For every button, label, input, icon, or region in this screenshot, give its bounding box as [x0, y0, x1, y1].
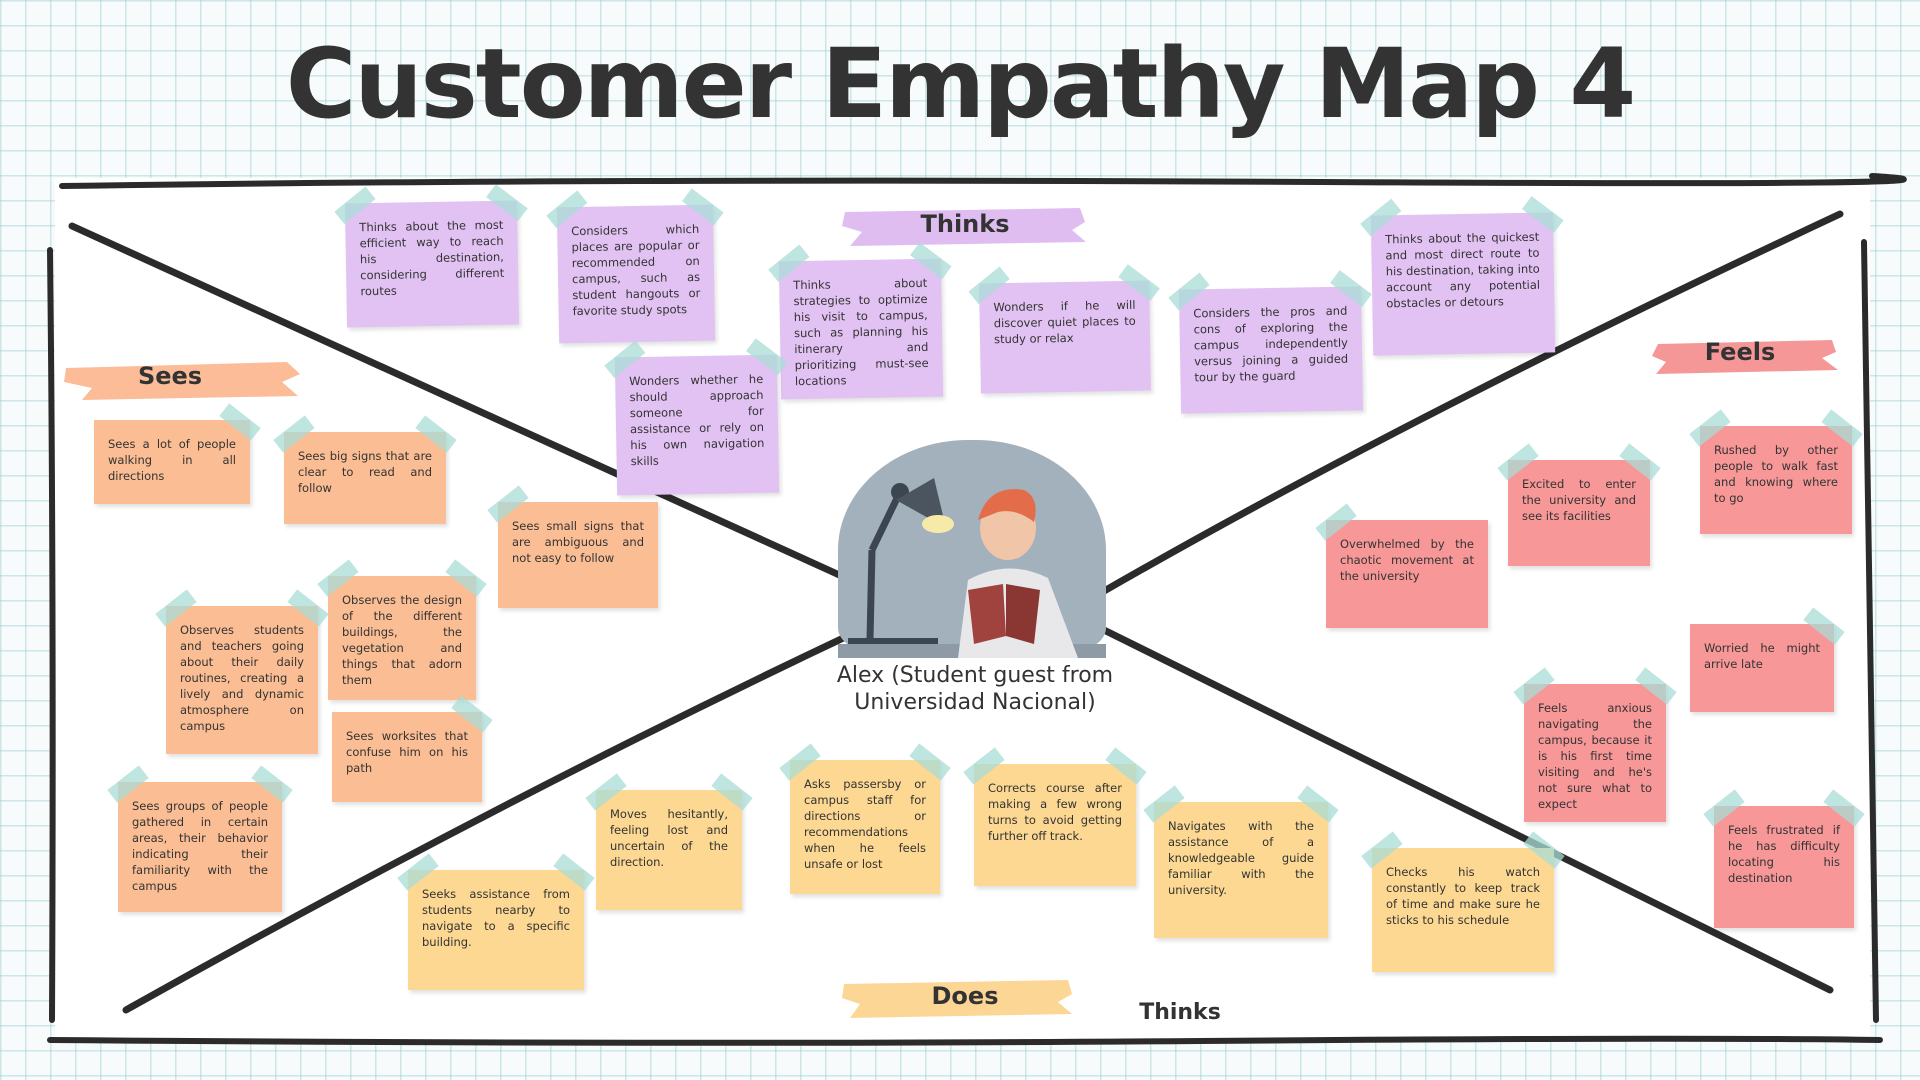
thinks-note-6: Thinks about the quickest and most direc… — [1360, 196, 1564, 356]
persona-illustration — [838, 440, 1106, 658]
frame-left-line — [47, 247, 56, 1023]
sees-note-2: Sees big signs that are clear to read an… — [273, 415, 457, 524]
note-text: Sees a lot of people walking in all dire… — [108, 437, 236, 483]
diagonal-bottom-left — [122, 628, 860, 1014]
note-text: Seeks assistance from students nearby to… — [422, 887, 570, 949]
thinks-note-2: Considers which places are popular or re… — [546, 188, 724, 344]
does-note-6: Checks his watch constantly to keep trac… — [1361, 831, 1565, 972]
stray-label-thinks: Thinks — [1139, 1000, 1221, 1025]
sees-note-5: Observes the design of the different bui… — [317, 559, 487, 700]
note-text: Thinks about the quickest and most direc… — [1385, 229, 1541, 311]
note-text: Observes students and teachers going abo… — [180, 623, 304, 733]
note-text: Excited to enter the university and see … — [1522, 477, 1636, 523]
does-note-4: Corrects course after making a few wrong… — [963, 747, 1147, 886]
thinks-note-5: Considers the pros and cons of exploring… — [1168, 270, 1372, 414]
note-text: Navigates with the assistance of a knowl… — [1168, 819, 1314, 897]
note-text: Thinks about strategies to optimize his … — [793, 275, 929, 389]
diagonal-bottom-right — [1100, 626, 1834, 994]
note-text: Sees groups of people gathered in certai… — [132, 799, 268, 893]
note-text: Sees small signs that are ambiguous and … — [512, 519, 644, 565]
feels-note-3: Overwhelmed by the chaotic movement at t… — [1315, 503, 1488, 628]
note-text: Considers which places are popular or re… — [571, 221, 701, 319]
does-note-5: Navigates with the assistance of a knowl… — [1143, 785, 1339, 938]
note-text: Overwhelmed by the chaotic movement at t… — [1340, 537, 1474, 583]
note-text: Feels anxious navigating the campus, bec… — [1538, 701, 1652, 811]
sees-brush — [64, 362, 300, 400]
note-text: Observes the design of the different bui… — [342, 593, 462, 687]
note-text: Wonders whether he should approach someo… — [629, 371, 765, 469]
persona-name: Alex (Student guest from Universidad Nac… — [836, 663, 1114, 715]
feels-note-5: Feels anxious navigating the campus, bec… — [1513, 667, 1677, 822]
sees-note-7: Sees groups of people gathered in certai… — [107, 765, 293, 912]
frame-top-line — [59, 173, 1907, 189]
note-text: Worried he might arrive late — [1704, 641, 1820, 671]
note-text: Corrects course after making a few wrong… — [988, 781, 1122, 843]
sees-note-6: Sees worksites that confuse him on his p… — [332, 695, 493, 802]
thinks-brush — [842, 208, 1086, 246]
note-text: Considers the pros and cons of exploring… — [1193, 303, 1349, 385]
feels-note-6: Feels frustrated if he has difficulty lo… — [1703, 789, 1865, 928]
section-label-sees: Sees — [137, 362, 203, 390]
section-label-feels: Feels — [1704, 338, 1776, 366]
diagonal-top-left — [68, 222, 850, 582]
section-label-does: Does — [931, 982, 999, 1010]
note-text: Checks his watch constantly to keep trac… — [1386, 865, 1540, 927]
note-text: Sees worksites that confuse him on his p… — [346, 729, 468, 775]
sees-note-1: Sees a lot of people walking in all dire… — [94, 403, 261, 504]
does-note-1: Seeks assistance from students nearby to… — [397, 853, 595, 990]
thinks-note-3: Thinks about strategies to optimize his … — [768, 242, 952, 400]
does-brush — [842, 980, 1072, 1018]
diagonal-top-right — [1088, 210, 1844, 602]
sees-note-3: Sees small signs that are ambiguous and … — [487, 485, 658, 608]
note-text: Feels frustrated if he has difficulty lo… — [1728, 823, 1840, 885]
note-text: Sees big signs that are clear to read an… — [298, 449, 432, 495]
thinks-note-1: Thinks about the most efficient way to r… — [334, 184, 528, 328]
note-text: Wonders if he will discover quiet places… — [993, 297, 1136, 347]
note-text: Asks passersby or campus staff for direc… — [804, 777, 926, 871]
does-note-2: Moves hesitantly, feeling lost and uncer… — [585, 773, 753, 910]
does-note-3: Asks passersby or campus staff for direc… — [779, 743, 951, 894]
feels-note-2: Rushed by other people to walk fast and … — [1689, 409, 1863, 534]
note-text: Thinks about the most efficient way to r… — [359, 217, 505, 299]
thinks-note-4: Wonders if he will discover quiet places… — [968, 264, 1160, 394]
feels-note-1: Excited to enter the university and see … — [1497, 443, 1661, 566]
note-text: Moves hesitantly, feeling lost and uncer… — [610, 807, 728, 869]
note-text: Rushed by other people to walk fast and … — [1714, 443, 1838, 505]
feels-note-4: Worried he might arrive late — [1690, 607, 1845, 712]
sees-note-4: Observes students and teachers going abo… — [155, 589, 329, 754]
frame-bottom-line — [47, 1035, 1883, 1046]
thinks-note-7: Wonders whether he should approach someo… — [604, 338, 788, 496]
reading-student-icon — [838, 478, 1106, 658]
feels-brush — [1652, 340, 1838, 374]
frame-right-line — [1861, 239, 1879, 1023]
section-label-thinks: Thinks — [920, 210, 1010, 238]
page-title: Customer Empathy Map 4 — [285, 28, 1636, 140]
